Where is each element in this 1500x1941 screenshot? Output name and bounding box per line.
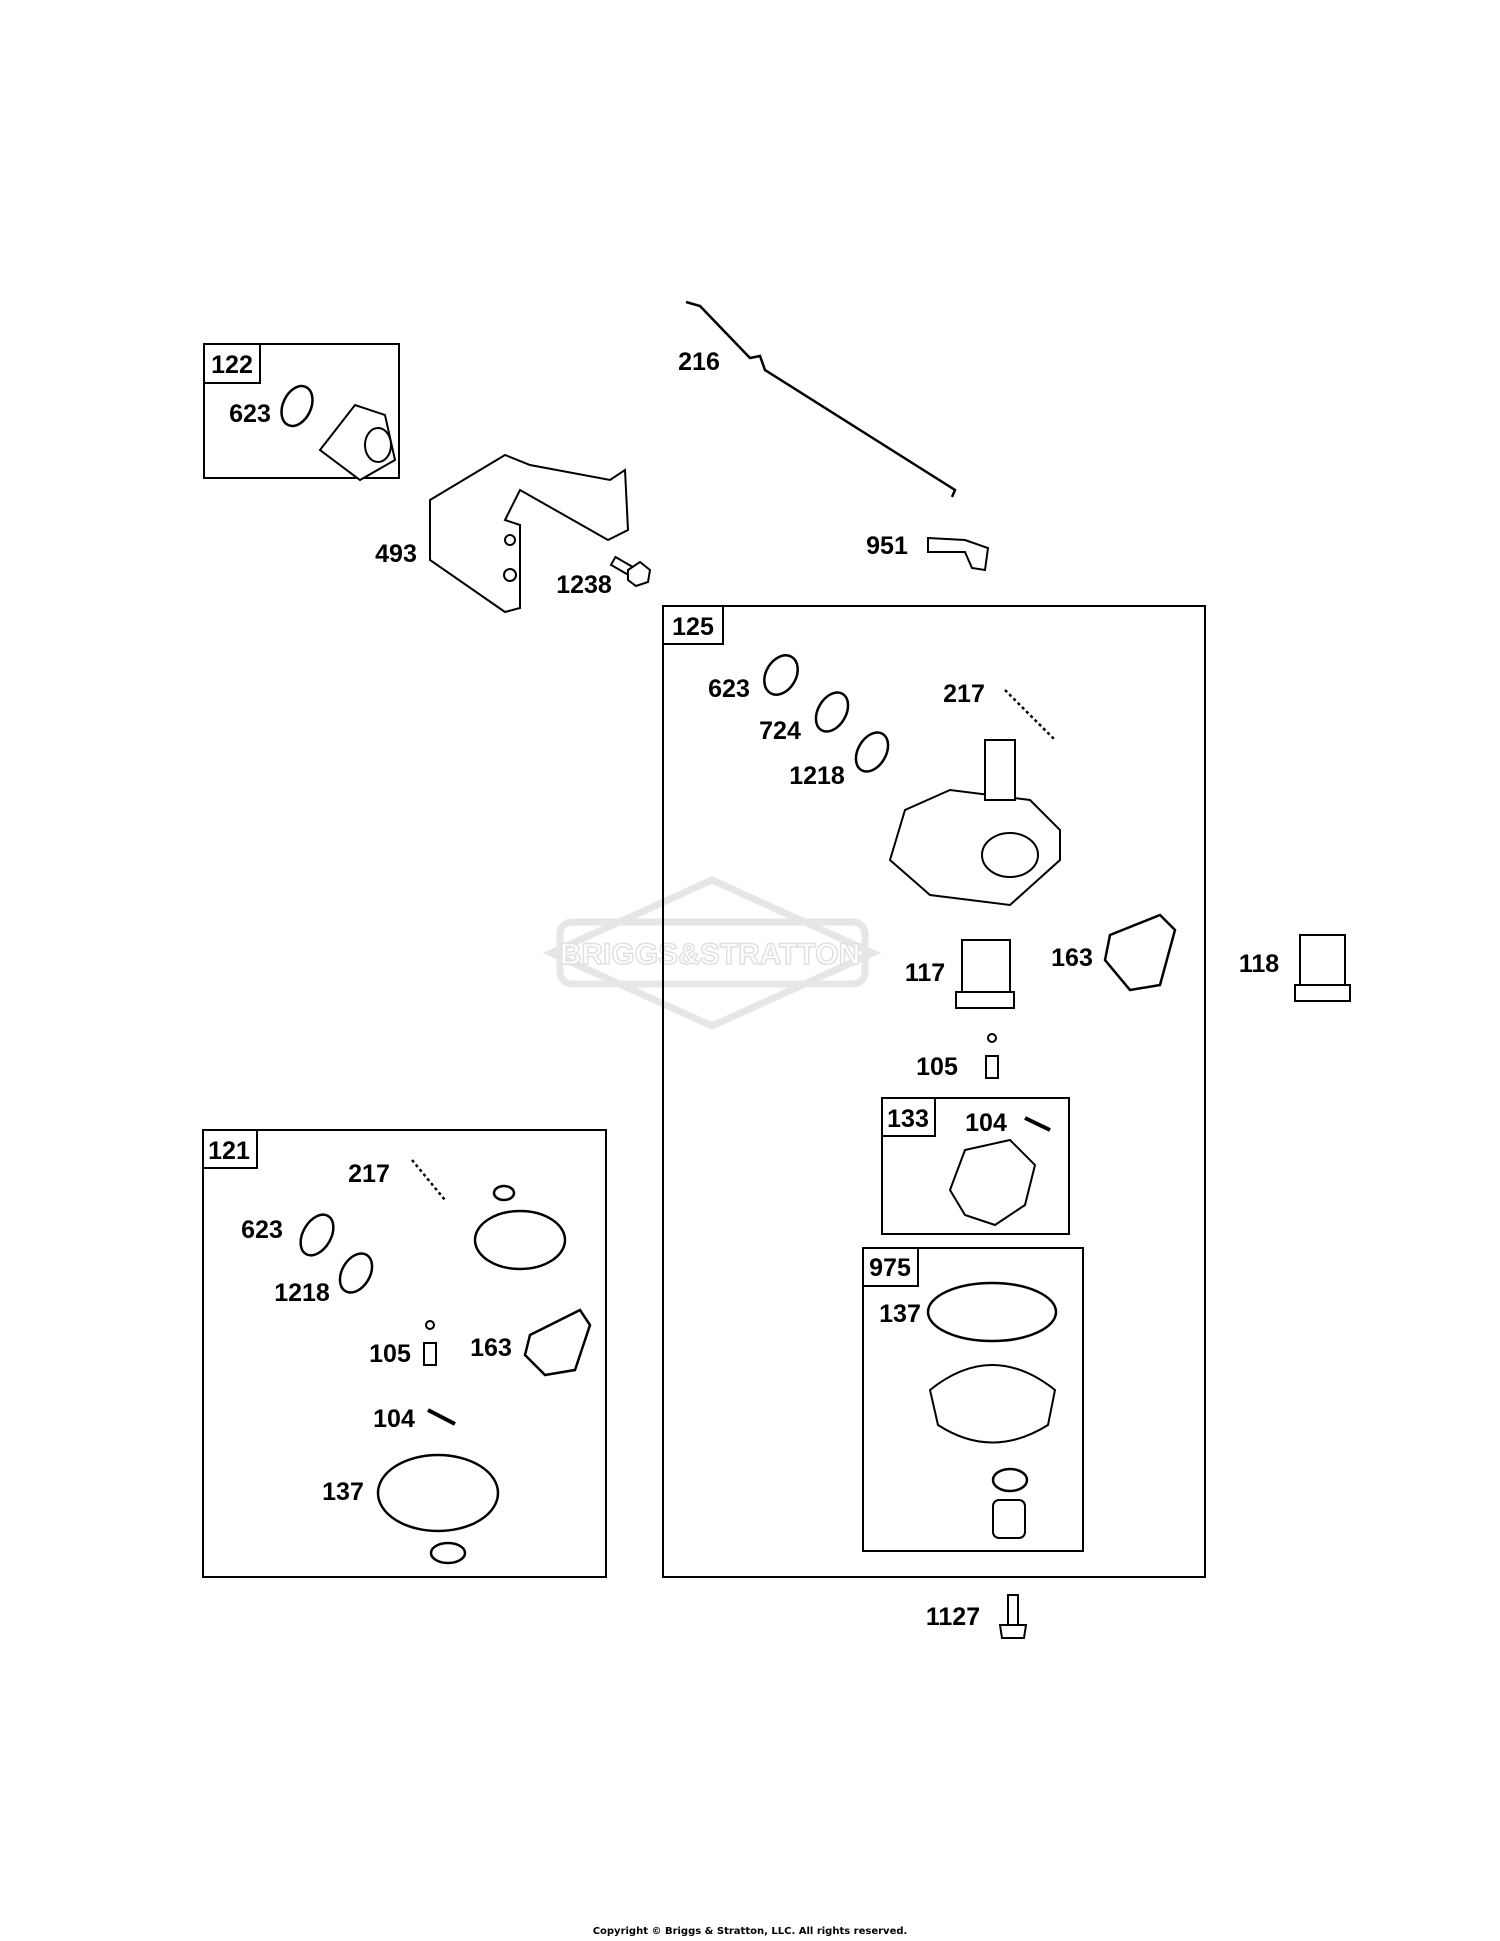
callout-623[interactable]: 623 <box>229 400 271 428</box>
callout-118[interactable]: 118 <box>1239 950 1279 978</box>
kit-box-133: 133 <box>881 1097 1070 1235</box>
callout-217[interactable]: 217 <box>348 1160 390 1188</box>
callout-117[interactable]: 117 <box>905 959 945 987</box>
copyright-notice: Copyright © Briggs & Stratton, LLC. All … <box>593 1926 908 1937</box>
bracket-493 <box>429 453 630 614</box>
callout-623[interactable]: 623 <box>241 1216 283 1244</box>
callout-724[interactable]: 724 <box>759 717 801 745</box>
pin-104-kit121 <box>427 1408 456 1426</box>
kit-label-975[interactable]: 975 <box>869 1254 911 1282</box>
kit-box-975: 975 <box>862 1247 1084 1552</box>
callout-1238[interactable]: 1238 <box>556 571 612 599</box>
gasket-1218 <box>854 731 890 773</box>
kit-label-125[interactable]: 125 <box>672 613 714 641</box>
washer-bottom <box>429 1541 467 1565</box>
washer <box>492 1184 516 1202</box>
callout-623[interactable]: 623 <box>708 675 750 703</box>
bolt-1238 <box>609 555 652 588</box>
kit-label-121[interactable]: 121 <box>208 1137 250 1165</box>
callout-1218[interactable]: 1218 <box>274 1279 330 1307</box>
callout-951[interactable]: 951 <box>866 532 908 560</box>
needle-105 <box>985 1033 999 1079</box>
o-ring-623 <box>280 384 314 428</box>
gasket-1218-kit121 <box>338 1252 374 1294</box>
watermark-text: BRIGGS&STRATTON <box>560 938 861 971</box>
kit-box-121: 121 <box>202 1129 607 1578</box>
needle-105-kit121 <box>423 1320 437 1366</box>
o-ring-623-kit125 <box>763 654 799 696</box>
governor-link-216 <box>685 300 957 498</box>
carburetor <box>888 739 1061 907</box>
spring-217 <box>1004 689 1056 741</box>
o-ring-623-kit121 <box>299 1213 335 1257</box>
kit-label-133[interactable]: 133 <box>887 1105 929 1133</box>
kit-box-125: 125 <box>662 605 1206 1578</box>
fuel-shutoff-118 <box>1294 934 1351 1002</box>
lever-951 <box>927 536 990 572</box>
callout-1127[interactable]: 1127 <box>926 1603 980 1631</box>
kit-box-122: 122 <box>203 343 400 479</box>
pin-104 <box>1024 1116 1051 1132</box>
callout-163[interactable]: 163 <box>470 1334 512 1362</box>
brand-watermark: BRIGGS&STRATTON <box>542 876 882 1030</box>
gasket-ring <box>473 1209 567 1271</box>
o-ring-137-kit121 <box>376 1453 500 1533</box>
callout-216[interactable]: 216 <box>678 348 720 376</box>
callout-104[interactable]: 104 <box>965 1109 1007 1137</box>
float-bowl-975 <box>928 1364 1057 1539</box>
seal-724 <box>814 691 850 733</box>
gasket-163 <box>1103 913 1177 992</box>
callout-105[interactable]: 105 <box>916 1053 958 1081</box>
fuel-shutoff-117 <box>955 939 1015 1009</box>
callout-163[interactable]: 163 <box>1051 944 1093 972</box>
float-133 <box>948 1138 1037 1227</box>
callout-137[interactable]: 137 <box>879 1300 921 1328</box>
intake-adapter <box>318 403 397 482</box>
gasket-163-kit121 <box>523 1308 592 1377</box>
callout-105[interactable]: 105 <box>369 1340 411 1368</box>
callout-104[interactable]: 104 <box>373 1405 415 1433</box>
bolt-1127 <box>998 1594 1028 1639</box>
callout-137[interactable]: 137 <box>322 1478 364 1506</box>
o-ring-137 <box>926 1281 1058 1343</box>
callout-217[interactable]: 217 <box>943 680 985 708</box>
callout-1218[interactable]: 1218 <box>789 762 845 790</box>
callout-493[interactable]: 493 <box>375 540 417 568</box>
spring-217-kit121 <box>411 1159 446 1201</box>
kit-label-122[interactable]: 122 <box>211 351 253 379</box>
